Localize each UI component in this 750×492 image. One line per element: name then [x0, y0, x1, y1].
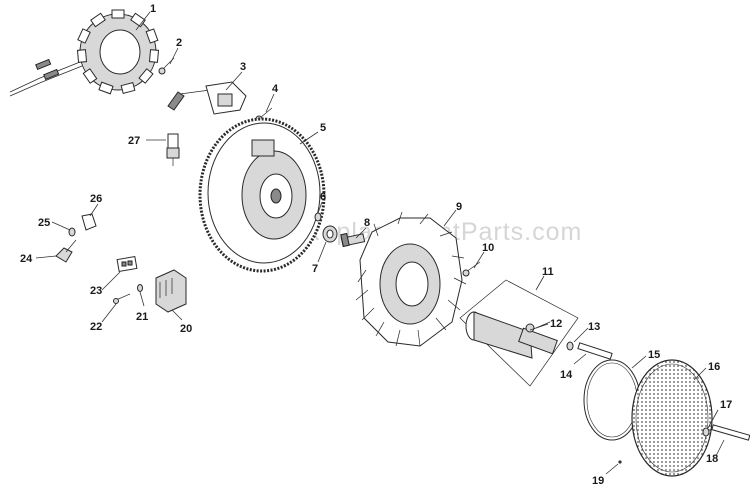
- callout-19: 19: [592, 475, 604, 487]
- callout-10: 10: [482, 242, 494, 254]
- stator-part: [9, 9, 160, 97]
- screw-part-10: [462, 261, 481, 277]
- washer-part-6: [314, 212, 322, 222]
- callout-3: 3: [240, 61, 246, 73]
- leader-lines: [35, 11, 725, 475]
- callout-12: 12: [550, 318, 562, 330]
- gasket-part: [583, 359, 641, 441]
- callout-23: 23: [90, 285, 102, 297]
- washer-part-7: [322, 225, 338, 243]
- small-part-19: [618, 460, 622, 464]
- spark-plug-part: [166, 133, 180, 166]
- callout-27: 27: [128, 135, 140, 147]
- clip-part: [81, 213, 97, 231]
- callout-16: 16: [708, 361, 720, 373]
- callout-20: 20: [180, 323, 192, 335]
- ignition-module-part: [167, 81, 247, 115]
- callout-1: 1: [150, 3, 156, 15]
- callout-7: 7: [312, 263, 318, 275]
- fan-part: [355, 211, 467, 347]
- callout-22: 22: [90, 321, 102, 333]
- callout-5: 5: [320, 122, 326, 134]
- flywheel-part: [198, 117, 326, 273]
- bolt-part-18: [702, 424, 750, 441]
- pin-part-21: [137, 284, 143, 292]
- pin-part: [566, 341, 613, 360]
- rectifier-part: [155, 269, 187, 313]
- callout-15: 15: [648, 349, 660, 361]
- callout-17: 17: [720, 399, 732, 411]
- callout-11: 11: [542, 266, 554, 278]
- bolt-part: [340, 232, 366, 248]
- screw-part-22: [113, 293, 131, 304]
- callout-14: 14: [560, 369, 573, 381]
- callout-21: 21: [136, 311, 148, 323]
- screen-part: [631, 359, 713, 477]
- callout-18: 18: [706, 453, 718, 465]
- callout-labels: 1 2 3 4 5 6 7 8 9 10 11 12 13 14 15 16 1…: [20, 3, 732, 487]
- callout-25: 25: [38, 217, 50, 229]
- connector-part: [116, 255, 138, 273]
- callout-2: 2: [176, 37, 182, 49]
- callout-9: 9: [456, 201, 462, 213]
- callout-24: 24: [20, 253, 33, 265]
- callout-8: 8: [364, 217, 370, 229]
- washer-part-25: [68, 227, 76, 237]
- callout-6: 6: [320, 191, 326, 203]
- callout-4: 4: [272, 83, 279, 95]
- shaft-assembly-part: [459, 279, 579, 387]
- callout-26: 26: [90, 193, 102, 205]
- callout-13: 13: [588, 321, 600, 333]
- bracket-part: [55, 239, 77, 263]
